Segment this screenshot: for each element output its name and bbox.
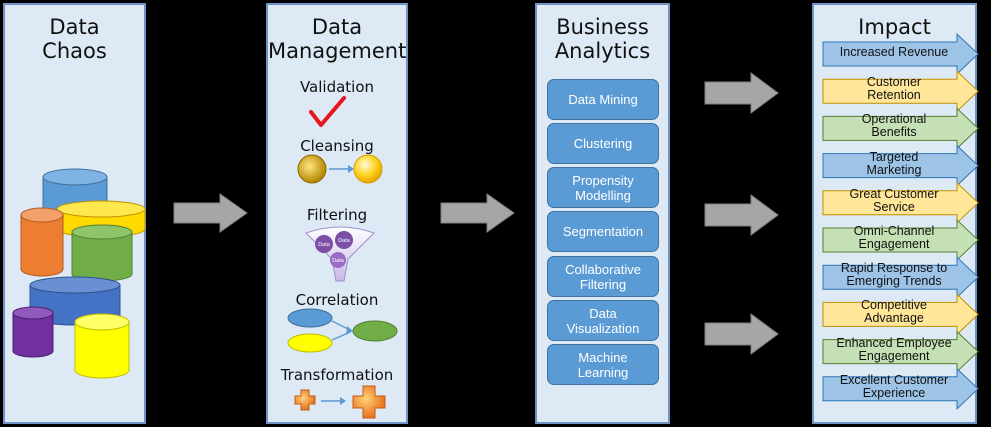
cleansing-label: Cleansing — [300, 137, 374, 155]
funnel-data-label: Data — [318, 242, 331, 248]
impact-arrow — [822, 367, 979, 410]
flow-arrow-5 — [704, 313, 779, 355]
impact-item-label: Excellent Customer Experience — [839, 372, 949, 400]
data-chaos-title: Data Chaos — [42, 15, 107, 63]
database-cylinders-illustration — [12, 168, 146, 379]
analytics-item-data-mining: Data Mining — [547, 79, 659, 120]
analytics-item-data-visualization: Data Visualization — [547, 300, 659, 341]
cylinder-orange — [20, 207, 64, 277]
impact-item-label: Great Customer Service — [849, 186, 939, 214]
impact-item-label: Rapid Response to Emerging Trends — [840, 261, 948, 289]
impact-item-label: Increased Revenue — [839, 44, 949, 59]
cleansing-icon — [297, 154, 383, 184]
funnel-data-bubble — [330, 252, 346, 268]
checkmark-icon — [309, 96, 346, 127]
validation-label: Validation — [299, 78, 375, 96]
funnel-data-bubble — [335, 231, 353, 249]
funnel-data-label: Data — [332, 258, 345, 264]
impact-item-label: Enhanced Employee Engagement — [836, 335, 952, 363]
management-step-icons: Data Data Data — [287, 96, 398, 419]
correlation-label: Correlation — [295, 291, 379, 309]
transformation-label: Transformation — [280, 366, 394, 384]
impact-arrows — [822, 32, 979, 410]
impact-arrow — [822, 293, 979, 336]
impact-arrow — [822, 32, 979, 76]
transformation-icon — [294, 385, 386, 419]
impact-item-label: Competitive Advantage — [861, 298, 927, 326]
flow-arrow-4 — [704, 194, 779, 236]
cylinder-green — [71, 224, 133, 282]
impact-arrow — [822, 107, 979, 150]
analytics-item-collaborative-filtering: Collaborative Filtering — [547, 256, 659, 297]
data-management-panel: Data Management Validation Data Data Dat… — [266, 3, 408, 424]
business-analytics-panel: Business Analytics Data Mining Clusterin… — [535, 3, 670, 424]
analytics-item-clustering: Clustering — [547, 123, 659, 164]
analytics-item-segmentation: Segmentation — [547, 211, 659, 252]
analytics-item-propensity-modelling: Propensity Modelling — [547, 167, 659, 208]
impact-arrow — [822, 256, 979, 299]
flow-arrow-3 — [704, 72, 779, 114]
filtering-label: Filtering — [306, 206, 368, 224]
impact-item-label: Omni-Channel Engagement — [853, 224, 935, 251]
analytics-item-machine-learning: Machine Learning — [547, 344, 659, 385]
filtering-funnel-icon: Data Data Data — [305, 226, 375, 282]
impact-item-label: Customer Retention — [866, 75, 922, 103]
data-chaos-panel: Data Chaos — [3, 3, 146, 424]
flow-arrow-2 — [440, 193, 515, 233]
impact-item-label: Targeted Marketing — [866, 149, 922, 177]
impact-arrow — [822, 218, 979, 262]
cylinder-purple — [12, 306, 54, 358]
business-analytics-title: Business Analytics — [554, 15, 651, 63]
flow-arrow-1 — [173, 193, 248, 233]
impact-arrow — [822, 330, 979, 373]
data-management-title: Data Management — [268, 15, 407, 63]
impact-item-label: Operational Benefits — [861, 112, 927, 140]
funnel-data-bubble — [315, 235, 333, 253]
impact-arrow — [822, 70, 979, 113]
impact-arrow — [822, 181, 979, 224]
impact-arrow — [822, 144, 979, 187]
impact-title: Impact — [858, 15, 931, 39]
funnel-data-label: Data — [338, 238, 351, 244]
correlation-icon — [287, 308, 398, 353]
cylinder-yellow — [74, 313, 130, 379]
